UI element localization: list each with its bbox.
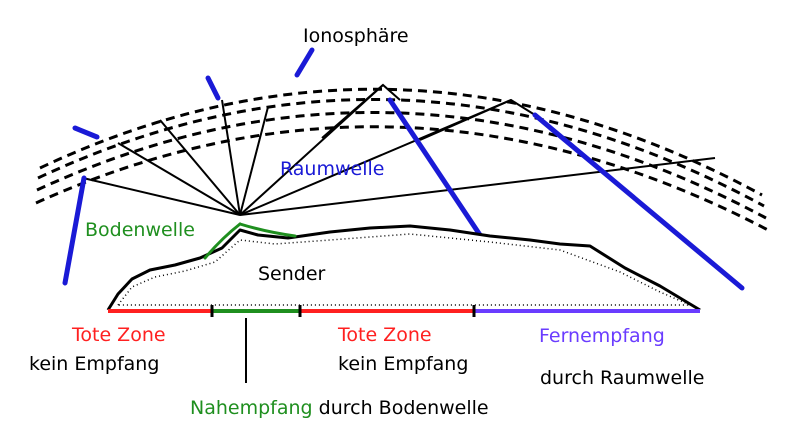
ray bbox=[82, 177, 241, 216]
ray bbox=[221, 99, 241, 216]
near-reception-label: Nahempfang durch Bodenwelle bbox=[190, 397, 489, 419]
ray bbox=[117, 142, 241, 216]
ground-wave-left bbox=[203, 222, 242, 260]
ray bbox=[159, 119, 241, 216]
ray bbox=[239, 106, 269, 216]
near-reception-highlight: Nahempfang bbox=[190, 397, 313, 419]
transmitter-label: Sender bbox=[258, 263, 326, 285]
sky-wave-label: Raumwelle bbox=[280, 158, 384, 180]
terrain bbox=[106, 224, 701, 312]
blue-marker bbox=[294, 47, 315, 78]
dead-zone-1-title: Tote Zone bbox=[71, 324, 166, 346]
blue-markers bbox=[62, 47, 745, 291]
blue-marker bbox=[72, 125, 100, 140]
ray-reflect bbox=[419, 98, 536, 141]
blue-marker bbox=[387, 97, 483, 238]
blue-marker bbox=[62, 175, 87, 286]
dead-zone-2-desc: kein Empfang bbox=[338, 353, 468, 375]
hill-outline bbox=[106, 224, 701, 312]
far-reception-title: Fernempfang bbox=[539, 325, 665, 347]
ground-wave-right bbox=[238, 222, 297, 238]
near-reception-rest: durch Bodenwelle bbox=[313, 397, 489, 419]
blue-marker bbox=[205, 75, 221, 101]
ionosphere-arc-4 bbox=[35, 125, 769, 232]
ionosphere-arc-2 bbox=[37, 98, 765, 208]
dead-zone-2-title: Tote Zone bbox=[337, 324, 432, 346]
ground-wave bbox=[203, 222, 297, 260]
blue-marker bbox=[532, 112, 745, 291]
dead-zone-1-desc: kein Empfang bbox=[29, 353, 159, 375]
ionosphere-arc-1 bbox=[39, 87, 763, 197]
far-reception-desc: durch Raumwelle bbox=[540, 367, 704, 389]
sky-wave-rays bbox=[82, 83, 716, 216]
zone-baseline bbox=[108, 305, 700, 383]
ray-reflect bbox=[321, 83, 401, 139]
ionosphere-label: Ionosphäre bbox=[303, 25, 409, 47]
ground-wave-label: Bodenwelle bbox=[85, 219, 195, 241]
ray bbox=[239, 157, 716, 216]
